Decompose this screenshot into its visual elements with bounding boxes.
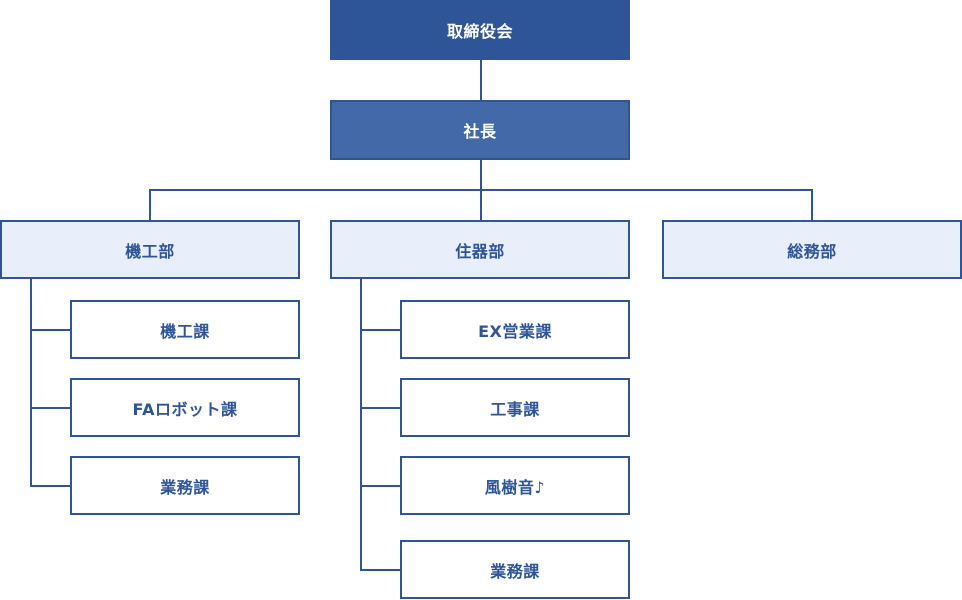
section-node-1-3: 業務課	[70, 456, 300, 515]
connector-dept-1-spine	[30, 278, 32, 487]
board-node: 取締役会	[330, 0, 630, 60]
connector-dept-1-branch-3	[30, 485, 71, 487]
section-node-2-4: 業務課	[400, 540, 630, 599]
connector-dept-2-spine	[360, 278, 362, 571]
department-label: 機工部	[125, 241, 175, 261]
connector-ceo-bus	[480, 159, 482, 190]
section-node-2-2: 工事課	[400, 378, 630, 437]
section-label: 風樹音♪	[484, 477, 546, 497]
section-label: 機工課	[160, 321, 210, 341]
board-label: 取締役会	[446, 22, 513, 41]
department-label: 住器部	[455, 241, 505, 261]
department-node-1: 機工部	[0, 220, 300, 279]
connector-bus-dept-1	[149, 189, 151, 222]
connector-dept-1-branch-1	[30, 329, 71, 331]
connector-dept-2-branch-4	[360, 569, 401, 571]
connector-bus-dept-2	[480, 189, 482, 222]
connector-dept-1-branch-2	[30, 407, 71, 409]
connector-bus-dept-3	[811, 189, 813, 222]
connector-dept-2-branch-1	[360, 329, 401, 331]
connector-dept-2-branch-2	[360, 407, 401, 409]
section-node-1-1: 機工課	[70, 300, 300, 359]
section-label: EX営業課	[478, 321, 552, 341]
connector-board-ceo	[480, 59, 482, 101]
section-node-2-1: EX営業課	[400, 300, 630, 359]
section-label: 業務課	[490, 561, 540, 581]
section-label: 工事課	[490, 399, 540, 419]
section-label: FAロボット課	[132, 399, 238, 419]
department-label: 総務部	[787, 241, 837, 261]
ceo-node: 社長	[330, 100, 630, 160]
section-node-2-3: 風樹音♪	[400, 456, 630, 515]
department-node-2: 住器部	[330, 220, 630, 279]
section-node-1-2: FAロボット課	[70, 378, 300, 437]
department-node-3: 総務部	[662, 220, 962, 279]
connector-dept-2-branch-3	[360, 485, 401, 487]
ceo-label: 社長	[463, 122, 497, 141]
section-label: 業務課	[160, 477, 210, 497]
